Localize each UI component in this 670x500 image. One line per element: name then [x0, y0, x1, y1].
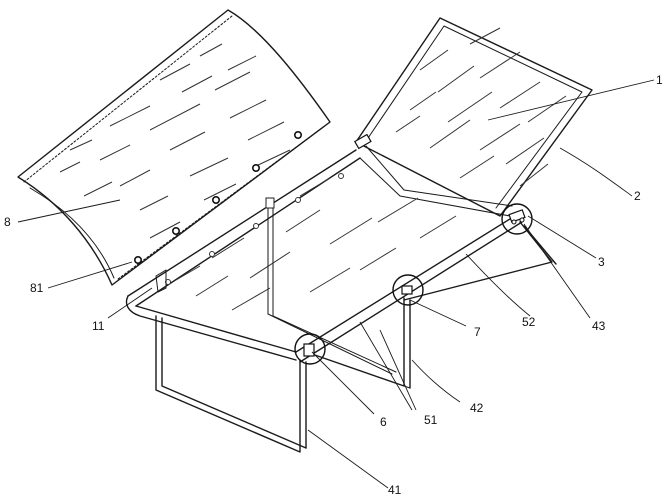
label-11: 11: [92, 319, 105, 333]
cover-panel: [17, 9, 331, 286]
label-7: 7: [474, 325, 481, 339]
label-81: 81: [30, 281, 44, 295]
support-rods: [165, 173, 397, 375]
seat-hatching: [175, 177, 457, 311]
label-1: 1: [656, 73, 663, 87]
snap-button: [212, 196, 221, 205]
part-labels: 1 2 3 43 52 7 42 51 6 41 8 81 11: [4, 73, 663, 497]
snap-button: [252, 164, 261, 173]
backrest-hatching: [395, 27, 567, 187]
front-leg: [155, 315, 307, 453]
hinge-circle-3: [501, 203, 533, 235]
cover-panel-hatching: [59, 43, 291, 239]
label-51: 51: [424, 413, 438, 427]
hinge-circle-6: [294, 333, 326, 365]
backrest-panel: [355, 17, 593, 217]
leader-lines: [17, 79, 655, 489]
hinge-joints: [294, 133, 533, 365]
label-8: 8: [4, 215, 11, 229]
label-52: 52: [522, 315, 536, 329]
snap-button: [134, 255, 143, 264]
label-42: 42: [470, 401, 484, 415]
label-43: 43: [592, 319, 606, 333]
snap-button: [293, 131, 302, 140]
clip: [155, 269, 167, 293]
seat-frame: [125, 145, 523, 363]
label-3: 3: [598, 255, 605, 269]
snap-buttons: [134, 131, 302, 264]
label-41: 41: [388, 483, 402, 497]
snap-button: [172, 227, 181, 236]
label-6: 6: [380, 415, 387, 429]
hinge-circle-7: [392, 274, 424, 306]
label-2: 2: [634, 189, 641, 203]
